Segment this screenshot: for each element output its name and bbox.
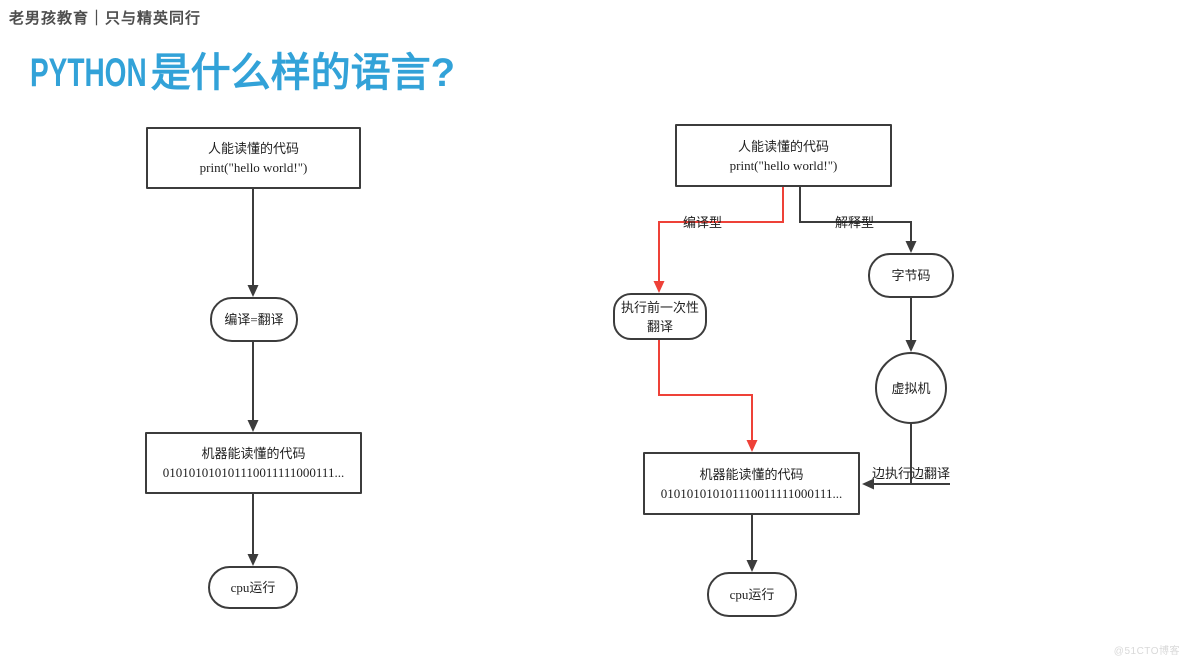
node-right-pretranslate: 执行前一次性 翻译: [613, 293, 707, 340]
node-left-cpu: cpu运行: [208, 566, 298, 609]
node-left-machine-code: 机器能读懂的代码 010101010101110011111000111...: [145, 432, 362, 494]
node-right-human-code: 人能读懂的代码 print("hello world!"): [675, 124, 892, 187]
watermark: @51CTO博客: [1113, 646, 1180, 657]
right-flow-interpreted-branch: [746, 187, 950, 572]
node-right-vm: 虚拟机: [875, 352, 947, 424]
node-right-human-code-line2: print("hello world!"): [729, 157, 838, 173]
arrowhead-right-1: [905, 241, 917, 253]
brand-header: 老男孩教育｜只与精英同行: [9, 10, 202, 27]
node-right-pretranslate-line2: 翻译: [646, 318, 673, 334]
node-left-machine-code-line2: 010101010101110011111000111...: [162, 465, 345, 480]
node-right-machine-code-line1: 机器能读懂的代码: [699, 466, 804, 482]
arrowhead-right-3: [862, 478, 874, 490]
arrowhead-left-1: [247, 285, 259, 297]
arrowhead-left-3: [247, 554, 259, 566]
edge-label-interpreted: 解释型: [835, 215, 875, 230]
arrow-right-human-to-bytecode: [799, 187, 912, 241]
title-english: PYTHON: [30, 51, 147, 95]
node-right-bytecode-label: 字节码: [891, 268, 931, 283]
title-chinese: 是什么样的语言?: [150, 51, 456, 95]
arrowhead-red-1: [653, 281, 665, 293]
edge-label-compiled: 编译型: [683, 215, 723, 230]
left-flow-arrows: [247, 189, 259, 566]
arrow-right-pretranslate-to-machine: [658, 340, 753, 440]
node-right-pretranslate-line1: 执行前一次性: [620, 299, 699, 315]
node-left-human-code: 人能读懂的代码 print("hello world!"): [146, 127, 361, 189]
arrowhead-left-2: [247, 420, 259, 432]
arrowhead-right-4: [746, 560, 758, 572]
arrowhead-red-2: [746, 440, 758, 452]
node-left-human-code-line1: 人能读懂的代码: [207, 141, 299, 156]
node-left-machine-code-line1: 机器能读懂的代码: [201, 446, 306, 461]
node-left-compile-label: 编译=翻译: [224, 312, 284, 327]
arrow-right-vm-to-machine: [874, 424, 950, 485]
node-left-cpu-label: cpu运行: [230, 580, 276, 595]
arrowhead-right-2: [905, 340, 917, 352]
node-left-compile: 编译=翻译: [210, 297, 298, 342]
right-flow-compiled-branch: [653, 187, 784, 452]
node-right-cpu: cpu运行: [707, 572, 797, 617]
node-right-human-code-line1: 人能读懂的代码: [737, 138, 829, 154]
node-right-bytecode: 字节码: [868, 253, 954, 298]
node-left-human-code-line2: print("hello world!"): [199, 160, 308, 175]
node-right-cpu-label: cpu运行: [729, 587, 775, 602]
edge-label-translate-while-run: 边执行边翻译: [872, 466, 951, 481]
arrow-right-human-to-pretranslate: [658, 187, 784, 281]
node-right-vm-label: 虚拟机: [891, 380, 931, 396]
node-right-machine-code-line2: 010101010101110011111000111...: [660, 485, 843, 501]
node-right-machine-code: 机器能读懂的代码 010101010101110011111000111...: [643, 452, 860, 515]
